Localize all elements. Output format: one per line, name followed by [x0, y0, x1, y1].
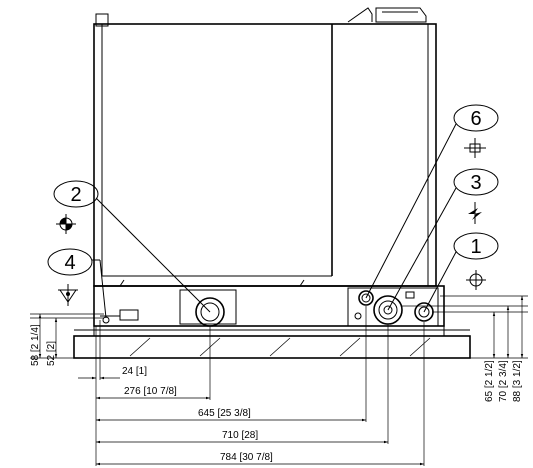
cooling-port-inner	[361, 293, 371, 303]
callout-1-bubble	[453, 232, 499, 260]
callout-4-leader-b	[99, 259, 107, 319]
base-hatching	[129, 337, 431, 357]
dim-70-label: 70 [2 3/4]	[498, 360, 509, 402]
base-plate	[73, 335, 471, 359]
callout-4-bubble	[47, 248, 93, 276]
outlet-port-housing	[179, 289, 237, 325]
dim-88-label: 88 [3 1/2]	[512, 360, 523, 402]
drain-valve-body	[119, 309, 139, 321]
housing	[93, 7, 437, 287]
callout-2: 2	[53, 180, 211, 313]
dim-58-label: 58 [2 1/4]	[30, 324, 41, 366]
vertical-dimensions-right: 65 [2 1/2] 70 [2 3/4] 88 [3 1/2]	[402, 295, 528, 402]
inlet-symbol-icon	[466, 270, 486, 290]
drain-symbol-icon	[58, 284, 78, 306]
outlet-symbol-icon	[56, 214, 76, 234]
callout-3: 3	[387, 168, 499, 311]
inlet-port-inner	[418, 306, 430, 318]
callout-1: 1	[423, 232, 499, 313]
callout-6-leader	[365, 123, 457, 299]
callout-6: 6	[365, 104, 499, 299]
outlet-port	[179, 289, 237, 327]
callout-6-bubble	[453, 104, 499, 132]
base-notch-left	[119, 279, 125, 287]
panel-terminal	[405, 291, 415, 299]
connection-panel-box	[347, 287, 439, 327]
top-fitting-right	[347, 7, 373, 23]
base-notch-mid	[299, 279, 305, 287]
dim-65-label: 65 [2 1/2]	[484, 360, 495, 402]
dim-710-label: 710 [28]	[222, 430, 258, 441]
dim-276-label: 276 [10 7/8]	[124, 386, 177, 397]
top-fitting-box	[375, 7, 427, 23]
electrical-port-mid	[378, 300, 398, 320]
right-connection-panel	[347, 287, 439, 327]
callout-1-leader	[423, 251, 457, 313]
base-frame	[73, 279, 471, 359]
outlet-port-inner	[200, 302, 220, 322]
callout-2-leader	[95, 197, 211, 313]
dim-52-label: 52 [2]	[46, 341, 57, 366]
dim-784-label: 784 [30 7/8]	[220, 452, 273, 463]
base-upper-panel	[93, 285, 445, 327]
callout-2-bubble	[53, 180, 99, 208]
callout-3-leader	[387, 187, 457, 311]
callout-6-label: 6	[470, 108, 481, 130]
callout-3-bubble	[453, 168, 499, 196]
callout-3-label: 3	[470, 172, 481, 194]
callout-1-label: 1	[470, 236, 481, 258]
vertical-dimensions-left: 58 [2 1/4] 52 [2]	[30, 313, 104, 366]
dim-645-label: 645 [25 3/8]	[198, 408, 251, 419]
callout-2-label: 2	[70, 184, 81, 206]
electrical-port-inner	[383, 305, 393, 315]
panel-screw	[354, 312, 362, 320]
cooling-connection-icon	[464, 138, 486, 158]
callout-4-label: 4	[64, 252, 75, 274]
dim-24-label: 24 [1]	[122, 366, 147, 377]
horizontal-dimensions: 24 [1] 276 [10 7/8] 645 [25 3/8] 710 [28…	[78, 306, 425, 466]
cooling-port-outer	[358, 290, 374, 306]
callout-4: 4	[47, 248, 107, 319]
electrical-connection-icon	[468, 202, 482, 224]
